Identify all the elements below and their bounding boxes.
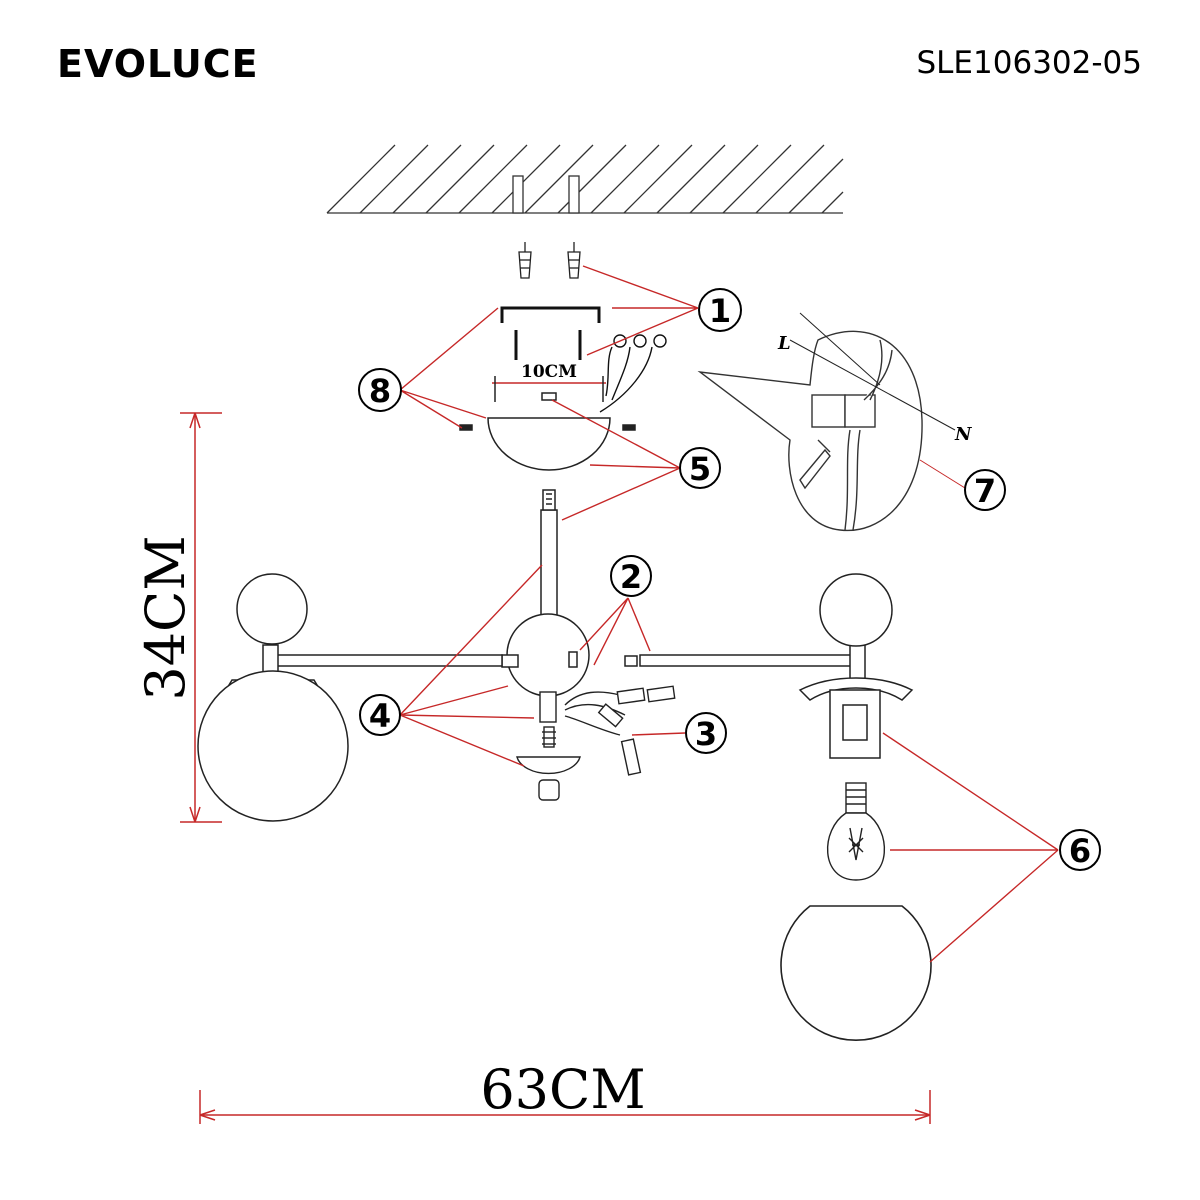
left-arm xyxy=(197,573,503,822)
height-label: 34CM xyxy=(134,535,197,700)
callout-2-number: 2 xyxy=(620,558,642,596)
central-hub xyxy=(501,613,590,697)
callout-5-number: 5 xyxy=(689,450,711,488)
terminal-n-label: N xyxy=(954,424,973,445)
right-arm xyxy=(624,573,914,759)
terminal-l-label: L xyxy=(777,333,791,354)
wire-connectors xyxy=(564,685,676,776)
callout-6-number: 6 xyxy=(1069,832,1091,870)
wall-anchor-left xyxy=(518,242,532,279)
height-dimension: 34CM xyxy=(134,412,222,823)
terminal-symbols xyxy=(599,334,667,413)
canopy xyxy=(459,392,636,471)
callout-7: 7 xyxy=(964,469,1006,511)
wiring-detail-bubble xyxy=(697,330,923,532)
ceiling xyxy=(326,144,844,214)
mount-spacing-label: 10CM xyxy=(521,362,577,382)
mount-spacing-dimension: 10CM xyxy=(492,362,606,402)
callout-leaders xyxy=(399,265,1059,963)
hub-fixing-hardware xyxy=(516,691,581,801)
central-stem xyxy=(540,489,558,626)
wiring-leader-lines xyxy=(789,312,956,431)
callout-1-number: 1 xyxy=(709,292,731,330)
width-label: 63CM xyxy=(480,1058,645,1121)
bracket-screws xyxy=(514,330,582,360)
glass-shade xyxy=(780,905,932,1042)
width-dimension: 63CM xyxy=(199,1058,931,1124)
callout-3: 3 xyxy=(685,712,727,754)
callout-2: 2 xyxy=(610,555,652,597)
callout-8: 8 xyxy=(358,368,402,412)
mounting-bracket xyxy=(500,306,601,323)
callout-3-number: 3 xyxy=(695,715,717,753)
model-number: SLE106302-05 xyxy=(916,45,1142,81)
light-bulb xyxy=(826,782,886,881)
callout-1: 1 xyxy=(698,288,742,332)
wall-anchor-right xyxy=(567,242,581,279)
callout-7-number: 7 xyxy=(974,472,996,510)
brand-logo: EVOLUCE xyxy=(57,42,259,86)
callout-5: 5 xyxy=(679,447,721,489)
callout-6: 6 xyxy=(1059,829,1101,871)
callout-4-number: 4 xyxy=(369,697,391,735)
callout-4: 4 xyxy=(359,694,401,736)
callout-8-number: 8 xyxy=(369,372,391,410)
